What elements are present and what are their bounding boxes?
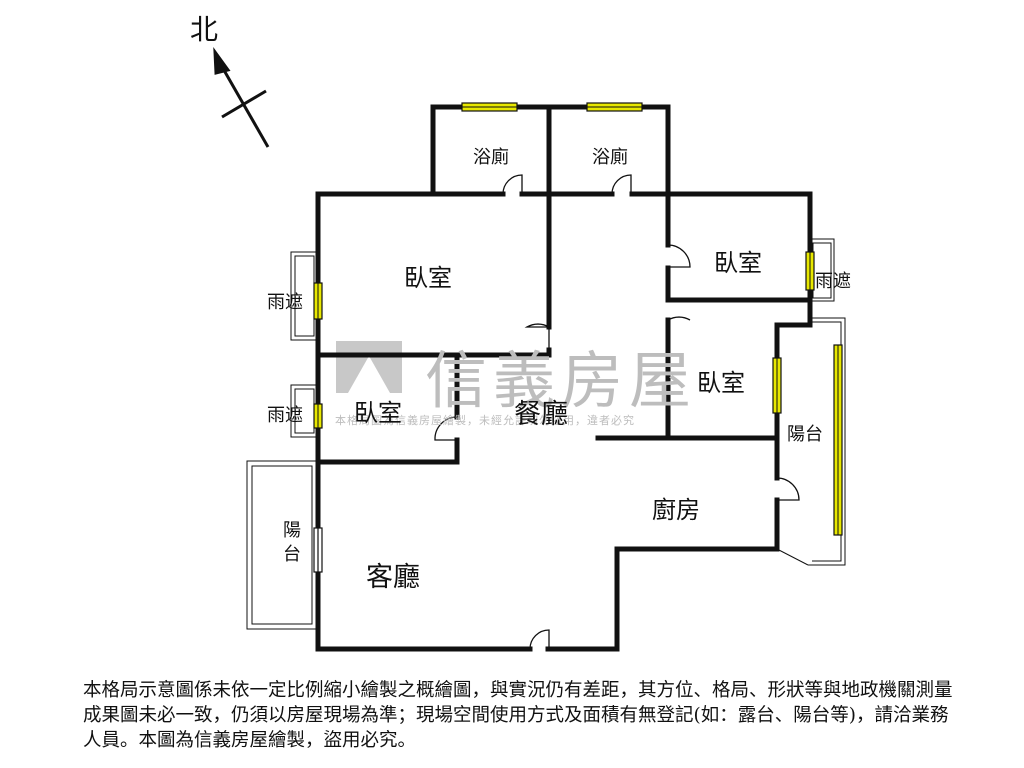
label-living: 客廳 [366, 562, 420, 593]
label-canopy-east: 雨遮 [815, 271, 851, 292]
window-mullions [317, 106, 839, 535]
label-bedroom-sw: 臥室 [354, 399, 402, 427]
north-label: 北 [190, 13, 219, 46]
label-bath-left: 浴廁 [473, 147, 509, 168]
windows [313, 102, 843, 536]
watermark-logo [336, 341, 402, 393]
label-dining: 餐廳 [514, 399, 568, 430]
label-bedroom-nw: 臥室 [404, 264, 452, 292]
label-canopy-west-lower: 雨遮 [267, 405, 303, 426]
label-balcony-east: 陽台 [787, 424, 823, 445]
doors [434, 174, 800, 650]
north-arrow [213, 47, 270, 148]
label-balcony-west: 陽 台 [283, 520, 301, 565]
disclaimer-text: 本格局示意圖係未依一定比例縮小繪製之概繪圖，與實況仍有差距，其方位、格局、形狀等… [83, 680, 953, 751]
sliding-door [313, 527, 323, 573]
watermark-brand: 信義房屋 [425, 344, 698, 417]
label-canopy-west-upper: 雨遮 [267, 292, 303, 313]
watermark-notice: 本格局圖為信義房屋繪製，未經允許切勿盜用，違者必究 [335, 414, 635, 427]
balcony-outlines [246, 238, 846, 630]
label-bath-right: 浴廁 [592, 147, 628, 168]
label-kitchen: 廚房 [652, 496, 700, 524]
label-bedroom-ne: 臥室 [714, 249, 762, 277]
label-bedroom-east: 臥室 [697, 369, 745, 397]
